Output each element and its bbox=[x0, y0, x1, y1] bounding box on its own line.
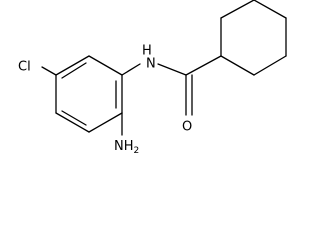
carbonyl-ring-bond bbox=[185, 55, 222, 76]
aryl-n-bond bbox=[121, 63, 141, 76]
amine-label: NH2 bbox=[114, 139, 139, 156]
ring-bond bbox=[253, 55, 287, 76]
ring-bond bbox=[253, 0, 287, 19]
aromatic-double-bond bbox=[61, 110, 87, 126]
amine-subscript-text: 2 bbox=[134, 146, 140, 156]
cyclohexane-ring bbox=[220, 0, 287, 76]
ring-bond bbox=[88, 55, 123, 76]
amine-nh-text: NH bbox=[114, 139, 134, 154]
n-carbonyl-bond bbox=[157, 63, 187, 76]
ring-bond bbox=[220, 55, 255, 76]
ring-bond bbox=[220, 0, 255, 19]
amide-h-label: H bbox=[142, 44, 152, 59]
ring-bond bbox=[88, 112, 123, 133]
oxygen-label: O bbox=[182, 120, 192, 135]
ring-bond bbox=[55, 55, 90, 76]
chemical-structure: Cl NH2 H N O bbox=[18, 0, 287, 156]
amide-n-label: N bbox=[146, 57, 156, 72]
aromatic-double-bond bbox=[61, 62, 87, 79]
benzene-ring bbox=[55, 55, 123, 133]
cl-bond bbox=[41, 66, 57, 76]
ring-bond bbox=[55, 112, 90, 133]
chlorine-label: Cl bbox=[18, 60, 31, 75]
